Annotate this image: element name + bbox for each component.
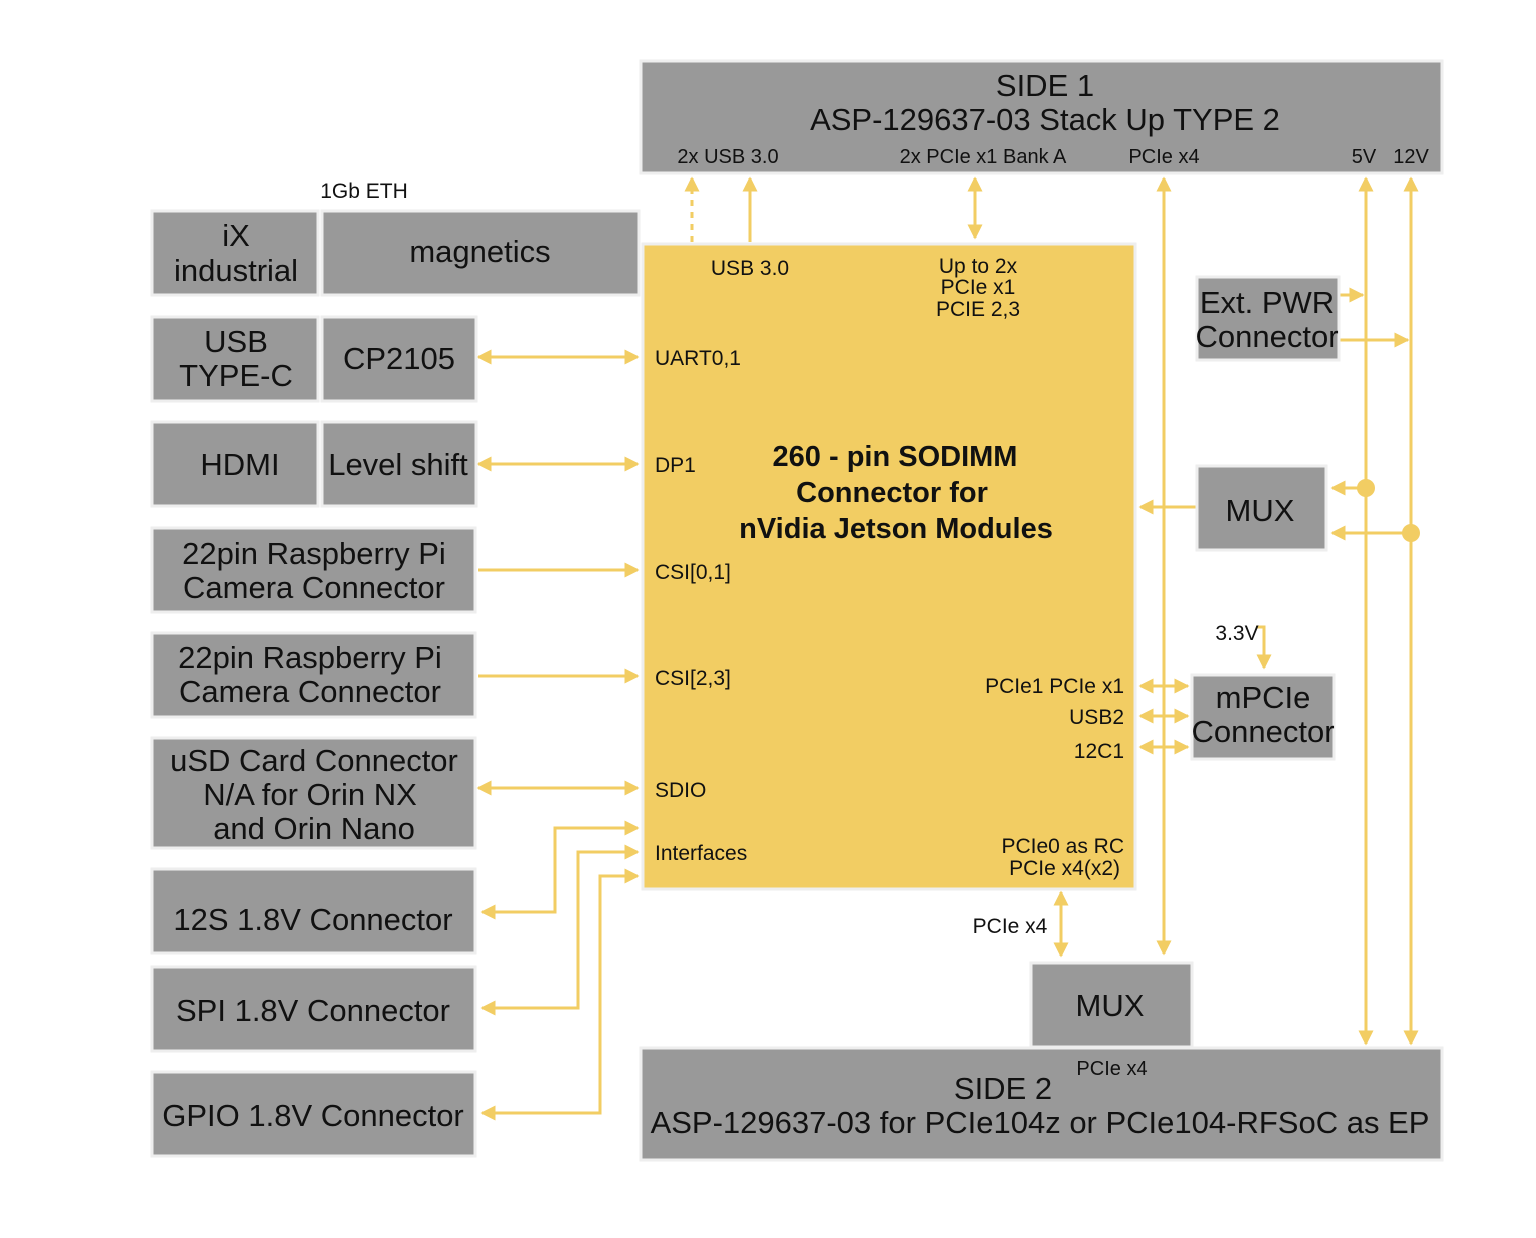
core-sdio-label: SDIO — [655, 779, 706, 802]
side1-port-usb30: 2x USB 3.0 — [677, 146, 778, 168]
core-dp1-label: DP1 — [655, 454, 696, 477]
side1-port-pcie-x4: PCIe x4 — [1128, 146, 1199, 168]
cam1-line1: 22pin Raspberry Pi — [182, 536, 446, 571]
core-csi01-label: CSI[0,1] — [655, 561, 731, 584]
core-i2c1-label: 12C1 — [1074, 740, 1124, 763]
core-pcie-top-line3: PCIE 2,3 — [936, 298, 1020, 321]
gpio-label: GPIO 1.8V Connector — [162, 1098, 464, 1133]
mux-right-block: MUX — [1195, 464, 1328, 552]
gpio-connector-block: GPIO 1.8V Connector — [150, 1070, 477, 1158]
usbc-line1: USB — [204, 324, 268, 359]
core-title-line3: nVidia Jetson Modules — [739, 513, 1053, 545]
level-shift-label: Level shift — [328, 447, 468, 482]
ext-pwr-line1: Ext. PWR — [1200, 285, 1334, 320]
camera2-block: 22pin Raspberry Pi Camera Connector — [150, 631, 477, 719]
usbc-line2: TYPE-C — [179, 358, 293, 393]
side1-port-5v: 5V — [1352, 146, 1377, 168]
core-pcie1-label: PCIe1 PCIe x1 — [985, 675, 1124, 698]
cp2105-label: CP2105 — [343, 341, 455, 376]
core-title-line2: Connector for — [796, 477, 988, 509]
usd-line3: and Orin Nano — [213, 811, 415, 846]
side2-block: SIDE 2 ASP-129637-03 for PCIe104z or PCI… — [639, 1046, 1444, 1162]
cp2105-block: CP2105 — [320, 315, 478, 403]
mpcie-line2: Connector — [1191, 714, 1334, 749]
wire-33v-mpcie — [1256, 625, 1272, 670]
wires — [476, 176, 1420, 1121]
level-shift-block: Level shift — [320, 420, 478, 508]
core-usb30-label: USB 3.0 — [711, 257, 789, 280]
side2-port-pcie-x4: PCIe x4 — [1076, 1058, 1147, 1080]
pcie-x4-mid-label: PCIe x4 — [973, 915, 1048, 938]
side1-port-12v: 12V — [1393, 146, 1429, 168]
core-pcie0-line2: PCIe x4(x2) — [1009, 857, 1120, 880]
side1-title: SIDE 1 — [996, 68, 1094, 103]
ext-pwr-block: Ext. PWR Connector — [1195, 275, 1341, 362]
core-pcie-top-line1: Up to 2x — [939, 255, 1018, 278]
spi-connector-block: SPI 1.8V Connector — [150, 965, 477, 1053]
ext-pwr-line2: Connector — [1195, 319, 1338, 354]
usd-card-block: uSD Card Connector N/A for Orin NX and O… — [150, 736, 477, 850]
eth-label: 1Gb ETH — [320, 180, 408, 203]
core-usb2-label: USB2 — [1069, 706, 1124, 729]
core-interfaces-label: Interfaces — [655, 842, 747, 865]
mpcie-line1: mPCIe — [1216, 680, 1311, 715]
side1-block: SIDE 1 ASP-129637-03 Stack Up TYPE 2 2x … — [639, 59, 1444, 175]
cam2-line1: 22pin Raspberry Pi — [178, 640, 442, 675]
usb-typec-block: USB TYPE-C — [150, 315, 320, 403]
core-csi23-label: CSI[2,3] — [655, 667, 731, 690]
side1-port-pcie-x1: 2x PCIe x1 Bank A — [900, 146, 1067, 168]
cam2-line2: Camera Connector — [179, 674, 441, 709]
camera1-block: 22pin Raspberry Pi Camera Connector — [150, 526, 477, 614]
ix-line2: industrial — [174, 253, 298, 288]
magnetics-block: magnetics — [320, 209, 641, 297]
mux-right-label: MUX — [1226, 493, 1295, 528]
sodimm-core-block: 260 - pin SODIMM Connector for nVidia Je… — [641, 242, 1137, 891]
side1-subtitle: ASP-129637-03 Stack Up TYPE 2 — [810, 102, 1280, 137]
mpcie-block: mPCIe Connector — [1190, 673, 1336, 761]
side2-subtitle: ASP-129637-03 for PCIe104z or PCIe104-RF… — [651, 1105, 1430, 1140]
v33-label: 3.3V — [1215, 622, 1258, 645]
wire-interfaces-gpio — [480, 868, 640, 1121]
ix-line1: iX — [222, 218, 250, 253]
cam1-line2: Camera Connector — [183, 570, 445, 605]
mux-bottom-label: MUX — [1076, 988, 1145, 1023]
wire-interfaces-i2s — [480, 820, 640, 920]
core-title-line1: 260 - pin SODIMM — [773, 441, 1018, 473]
usd-line1: uSD Card Connector — [170, 743, 458, 778]
magnetics-label: magnetics — [409, 234, 550, 269]
side2-title: SIDE 2 — [954, 1071, 1052, 1106]
i2s-connector-block: 12S 1.8V Connector — [150, 867, 477, 955]
core-pcie0-line1: PCIe0 as RC — [1001, 835, 1124, 858]
hdmi-label: HDMI — [200, 447, 279, 482]
core-uart-label: UART0,1 — [655, 347, 741, 370]
mux-bottom-block: MUX — [1029, 961, 1194, 1049]
hdmi-block: HDMI — [150, 420, 320, 508]
core-pcie-top-line2: PCIe x1 — [941, 276, 1016, 299]
usd-line2: N/A for Orin NX — [203, 777, 417, 812]
ix-industrial-block: iX industrial — [150, 209, 320, 297]
spi-label: SPI 1.8V Connector — [176, 993, 450, 1028]
i2s-label: 12S 1.8V Connector — [173, 902, 452, 937]
